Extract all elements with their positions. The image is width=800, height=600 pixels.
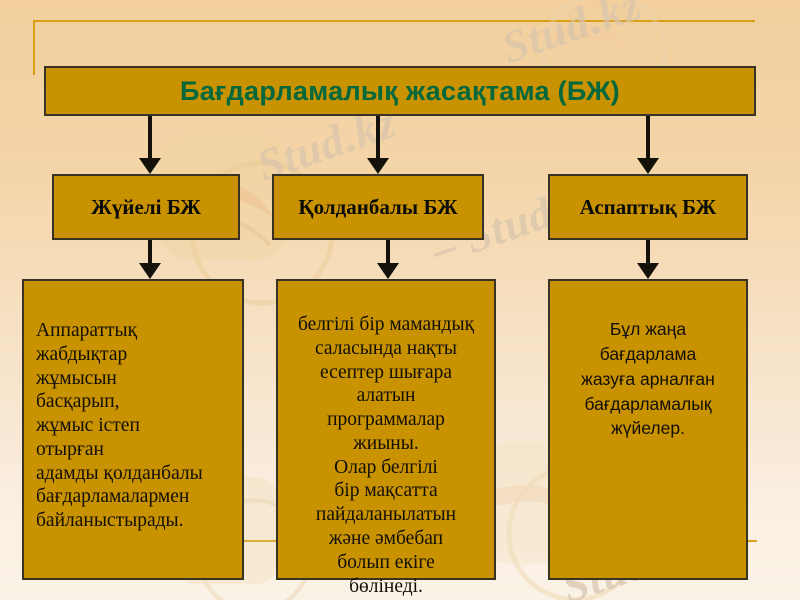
- decorative-frame-bottom-middle-line: [197, 540, 292, 542]
- decorative-frame-top-line: [33, 20, 755, 22]
- arrow-shaft: [386, 240, 390, 263]
- arrow-shaft: [148, 116, 152, 158]
- diagram-description-system-software[interactable]: Аппараттық жабдықтар жұмысын басқарып, ж…: [22, 279, 244, 580]
- diagram-node-label: Қолданбалы БЖ: [298, 194, 458, 219]
- arrow-system-to-description: [139, 240, 161, 279]
- arrow-application-to-description: [377, 240, 399, 279]
- arrow-shaft: [646, 240, 650, 263]
- arrow-head: [637, 263, 659, 279]
- diagram-node-application-software[interactable]: Қолданбалы БЖ: [272, 174, 484, 240]
- arrow-shaft: [376, 116, 380, 158]
- arrow-shaft: [646, 116, 650, 158]
- arrow-root-to-application: [367, 116, 389, 174]
- arrow-root-to-tool: [637, 116, 659, 174]
- arrow-tool-to-description: [637, 240, 659, 279]
- arrow-head: [367, 158, 389, 174]
- arrow-shaft: [148, 240, 152, 263]
- diagram-node-system-software[interactable]: Жүйелі БЖ: [52, 174, 240, 240]
- decorative-frame-left-line: [33, 20, 35, 75]
- diagram-description-text: белгілі бір мамандық саласында нақты есе…: [297, 314, 475, 597]
- arrow-root-to-system: [139, 116, 161, 174]
- arrow-head: [139, 263, 161, 279]
- arrow-head: [637, 158, 659, 174]
- diagram-root-node[interactable]: Бағдарламалық жасақтама (БЖ): [44, 66, 756, 116]
- diagram-node-label: Аспаптық БЖ: [579, 194, 717, 219]
- arrow-head: [377, 263, 399, 279]
- arrow-head: [139, 158, 161, 174]
- diagram-node-tool-software[interactable]: Аспаптық БЖ: [548, 174, 748, 240]
- diagram-node-label: Жүйелі БЖ: [91, 194, 201, 219]
- diagram-description-application-software[interactable]: белгілі бір мамандық саласында нақты есе…: [276, 279, 496, 597]
- diagram-description-text: Бұл жаңа бағдарлама жазуға арналған бағд…: [581, 319, 715, 439]
- diagram-description-text: Аппараттық жабдықтар жұмысын басқарып, ж…: [36, 320, 203, 532]
- watermark-text: Stud.kz: [495, 0, 648, 73]
- diagram-root-node-label: Бағдарламалық жасақтама (БЖ): [180, 75, 620, 106]
- diagram-description-tool-software[interactable]: Бұл жаңа бағдарлама жазуға арналған бағд…: [548, 279, 748, 580]
